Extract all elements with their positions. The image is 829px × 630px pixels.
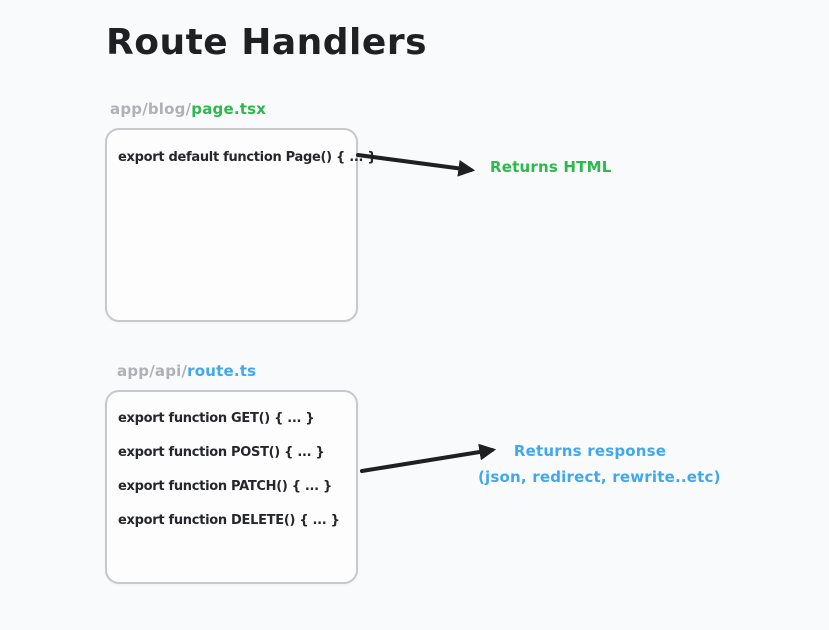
file-path-prefix: app/api/: [117, 362, 188, 380]
route-code-box: export function GET() { ... } export fun…: [105, 390, 358, 584]
page-title: Route Handlers: [106, 22, 427, 63]
code-line-delete: export function DELETE() { ... }: [118, 513, 340, 528]
code-line-patch: export function PATCH() { ... }: [118, 479, 333, 494]
annotation-returns-response: Returns response (json, redirect, rewrit…: [478, 438, 721, 490]
file-label-route: app/api/route.ts: [117, 362, 256, 380]
annotation-response-line2: (json, redirect, rewrite..etc): [478, 468, 721, 486]
code-line-post: export function POST() { ... }: [118, 445, 325, 460]
file-name-route-ts: route.ts: [187, 362, 257, 380]
code-line-get: export function GET() { ... }: [118, 411, 315, 426]
file-label-page: app/blog/page.tsx: [110, 100, 266, 118]
annotation-response-line1: Returns response: [513, 442, 667, 460]
arrow-route-to-response-icon: [360, 443, 497, 473]
code-line-page: export default function Page() { ... }: [118, 150, 377, 165]
annotation-returns-html: Returns HTML: [490, 158, 612, 176]
file-path-prefix: app/blog/: [110, 100, 192, 118]
file-name-page-tsx: page.tsx: [191, 100, 267, 118]
page-code-box: export default function Page() { ... }: [105, 128, 377, 322]
